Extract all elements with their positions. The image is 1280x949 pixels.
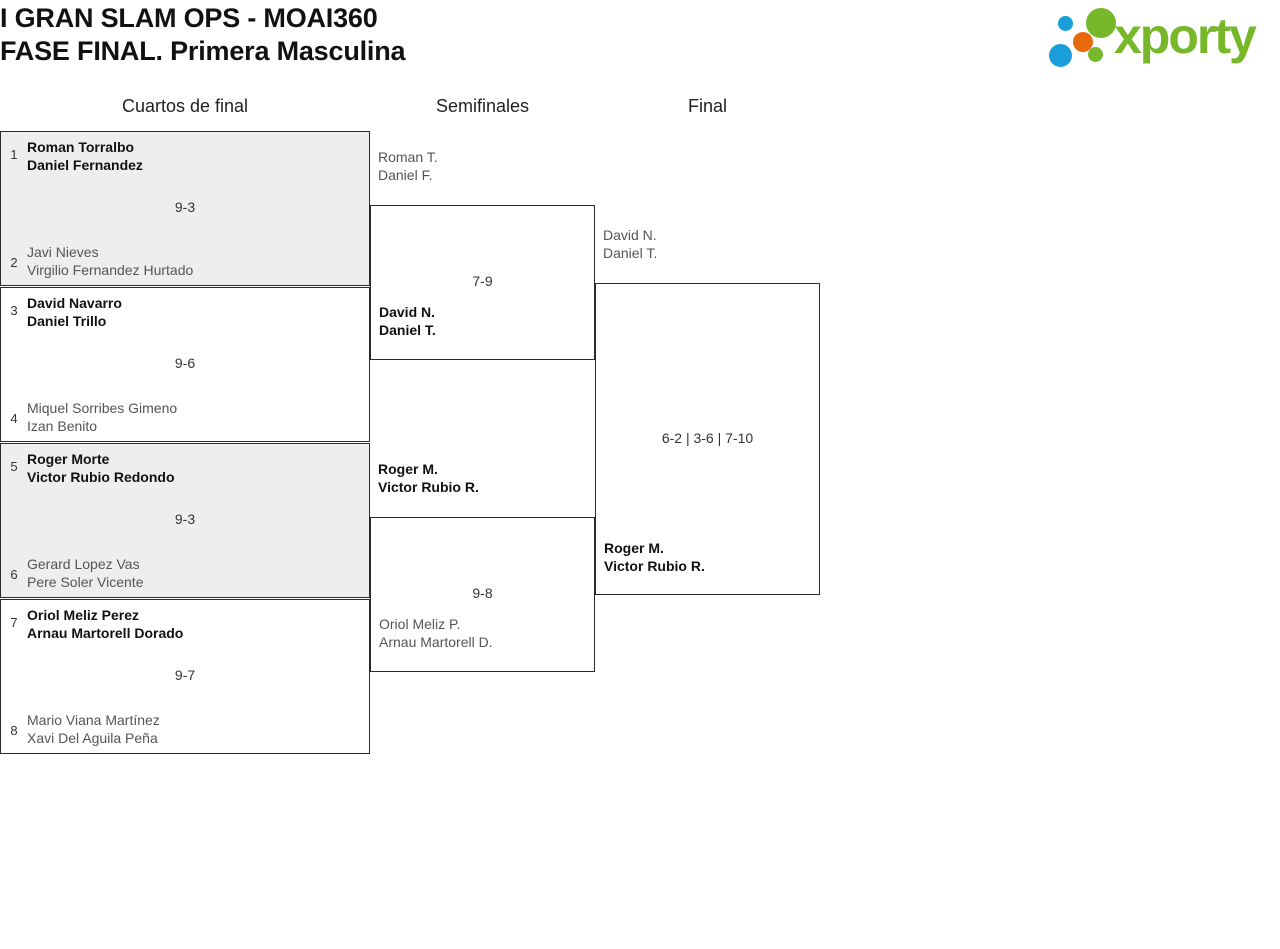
player-name: Miquel Sorribes Gimeno [27, 400, 178, 416]
seed-number: 7 [10, 615, 18, 630]
player-name: Roman T. [378, 149, 438, 165]
round-header-semifinals: Semifinales [435, 96, 530, 116]
player-name: Roger Morte [27, 451, 110, 467]
seed-number: 4 [10, 411, 18, 426]
match-score: 9-6 [174, 355, 196, 371]
team-bottom: Gerard Lopez Vas Pere Soler Vicente [27, 555, 357, 591]
logo-dots-icon [1048, 6, 1120, 68]
player-name: Daniel T. [379, 322, 436, 338]
match-quarterfinal-2[interactable]: 3 David Navarro Daniel Trillo 9-6 4 Miqu… [0, 287, 370, 442]
title-block: I GRAN SLAM OPS - MOAI360 FASE FINAL. Pr… [0, 2, 900, 68]
final-team-top: David N. Daniel T. [603, 226, 657, 262]
team-bottom: Oriol Meliz P. Arnau Martorell D. [379, 615, 589, 651]
team-bottom: David N. Daniel T. [379, 303, 589, 339]
player-name: Oriol Meliz Perez [27, 607, 140, 623]
player-name: Roger M. [604, 540, 664, 556]
player-name: Gerard Lopez Vas [27, 556, 140, 572]
team-top: David Navarro Daniel Trillo [27, 294, 357, 330]
tournament-title: I GRAN SLAM OPS - MOAI360 [0, 3, 378, 33]
match-score: 9-3 [174, 511, 196, 527]
match-semifinal-1[interactable]: 7-9 David N. Daniel T. [370, 205, 595, 360]
player-name: Victor Rubio Redondo [27, 469, 175, 485]
match-quarterfinal-3[interactable]: 5 Roger Morte Victor Rubio Redondo 9-3 6… [0, 443, 370, 598]
team-bottom: Miquel Sorribes Gimeno Izan Benito [27, 399, 357, 435]
match-score: 6-2 | 3-6 | 7-10 [661, 430, 754, 446]
player-name: Mario Viana Martínez [27, 712, 160, 728]
logo-dot-blue-large [1049, 44, 1072, 67]
player-name: Arnau Martorell D. [379, 634, 493, 650]
match-semifinal-2[interactable]: 9-8 Oriol Meliz P. Arnau Martorell D. [370, 517, 595, 672]
match-score: 7-9 [472, 273, 493, 289]
team-bottom-champion: Roger M. Victor Rubio R. [604, 539, 814, 575]
player-name: Victor Rubio R. [604, 558, 705, 574]
player-name: Daniel T. [603, 245, 658, 261]
page-header: I GRAN SLAM OPS - MOAI360 FASE FINAL. Pr… [0, 0, 1280, 90]
team-top: Oriol Meliz Perez Arnau Martorell Dorado [27, 606, 357, 642]
tournament-subtitle: FASE FINAL. Primera Masculina [0, 36, 406, 66]
player-name: Roger M. [378, 461, 438, 477]
seed-number: 2 [10, 255, 18, 270]
logo-wordmark: xporty [1114, 8, 1257, 64]
player-name: Javi Nieves [27, 244, 99, 260]
player-name: David N. [603, 227, 657, 243]
match-score: 9-7 [174, 667, 196, 683]
player-name: Xavi Del Aguila Peña [27, 730, 158, 746]
seed-number: 6 [10, 567, 18, 582]
player-name: Victor Rubio R. [378, 479, 479, 495]
semifinal-2-team-top: Roger M. Victor Rubio R. [378, 460, 479, 496]
match-quarterfinal-1[interactable]: 1 Roman Torralbo Daniel Fernandez 9-3 2 … [0, 131, 370, 286]
seed-number: 1 [10, 147, 18, 162]
team-top: Roger Morte Victor Rubio Redondo [27, 450, 357, 486]
team-bottom: Mario Viana Martínez Xavi Del Aguila Peñ… [27, 711, 357, 747]
team-bottom: Javi Nieves Virgilio Fernandez Hurtado [27, 243, 357, 279]
player-name: Daniel Fernandez [27, 157, 143, 173]
xporty-logo[interactable]: xporty [1048, 6, 1276, 68]
seed-number: 5 [10, 459, 18, 474]
logo-dot-green-small [1088, 47, 1103, 62]
player-name: Pere Soler Vicente [27, 574, 144, 590]
match-quarterfinal-4[interactable]: 7 Oriol Meliz Perez Arnau Martorell Dora… [0, 599, 370, 754]
player-name: Oriol Meliz P. [379, 616, 461, 632]
player-name: Virgilio Fernandez Hurtado [27, 262, 194, 278]
match-final[interactable]: 6-2 | 3-6 | 7-10 Roger M. Victor Rubio R… [595, 283, 820, 595]
player-name: Roman Torralbo [27, 139, 135, 155]
logo-dot-green-large [1086, 8, 1116, 38]
semifinal-1-team-top: Roman T. Daniel F. [378, 148, 438, 184]
player-name: Daniel Trillo [27, 313, 107, 329]
player-name: Arnau Martorell Dorado [27, 625, 184, 641]
player-name: Izan Benito [27, 418, 98, 434]
logo-dot-orange [1073, 32, 1093, 52]
team-top: Roman Torralbo Daniel Fernandez [27, 138, 357, 174]
player-name: David N. [379, 304, 436, 320]
match-score: 9-3 [174, 199, 196, 215]
round-header-quarterfinals: Cuartos de final [121, 96, 249, 116]
seed-number: 8 [10, 723, 18, 738]
round-header-final: Final [687, 96, 727, 116]
match-score: 9-8 [472, 585, 493, 601]
player-name: David Navarro [27, 295, 122, 311]
logo-dot-blue-small [1058, 16, 1073, 31]
player-name: Daniel F. [378, 167, 433, 183]
seed-number: 3 [10, 303, 18, 318]
